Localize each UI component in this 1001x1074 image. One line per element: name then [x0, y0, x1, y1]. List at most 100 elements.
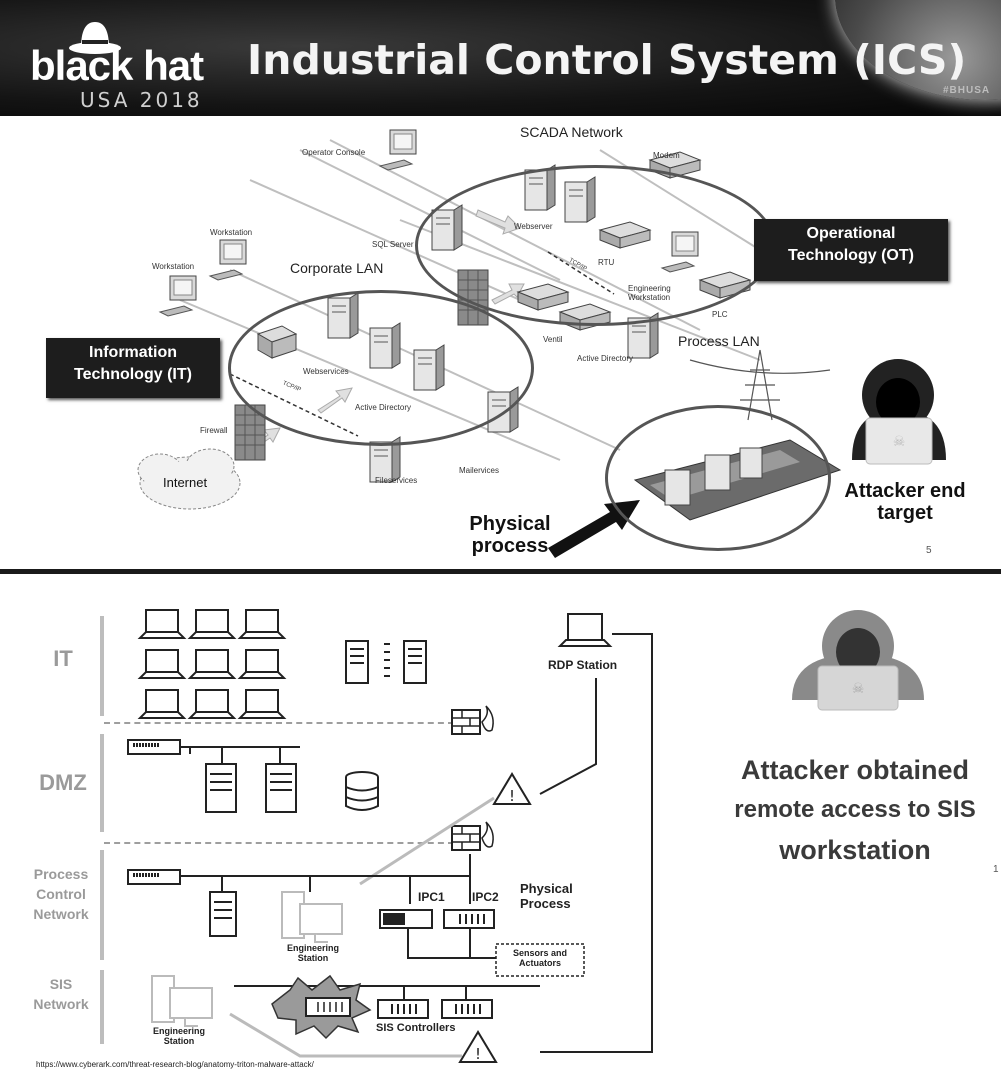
engineering-station-icon-2: [151, 975, 213, 1027]
it-laptop-icon: [237, 689, 287, 719]
slide-number-2: 1: [993, 864, 999, 875]
sis-controllers-label: SIS Controllers: [376, 1022, 456, 1034]
sis-line-2: Network: [33, 996, 89, 1012]
physical-process-line-2: process: [471, 535, 549, 557]
source-url-link[interactable]: https://www.cyberark.com/threat-research…: [36, 1060, 314, 1069]
it-laptop-icon: [187, 649, 237, 679]
power-tower-icon: [689, 349, 831, 421]
it-laptop-icon: [187, 689, 237, 719]
headline-line-3: workstation: [779, 835, 931, 865]
it-laptop-icon: [237, 609, 287, 639]
slide-header: black hat USA 2018 Industrial Control Sy…: [0, 0, 1001, 116]
ics-overview-slide: black hat USA 2018 Industrial Control Sy…: [0, 0, 1001, 558]
pcn-line-1: Process: [33, 866, 89, 882]
it-zone-oval: [228, 290, 534, 446]
pcn-line-2: Control: [36, 886, 86, 902]
zone-label-it: IT: [53, 646, 73, 671]
fileservices-label: Fileservices: [375, 476, 418, 485]
it-laptop-icon: [137, 649, 187, 679]
triton-network-diagram: ! !: [127, 609, 924, 1063]
hacker-icon-2: ☠: [792, 610, 924, 711]
attacker-line-2: target: [877, 502, 933, 524]
dmz-zone-bar: [100, 734, 104, 832]
attacker-headline: Attacker obtained remote access to SIS w…: [705, 750, 1001, 870]
dmz-switch-icon: [127, 739, 181, 755]
operator-console-label: Operator Console: [302, 148, 366, 157]
engineering-ws-label-2: Workstation: [628, 293, 671, 302]
rtu-label: RTU: [598, 258, 615, 267]
pcn-line-3: Network: [33, 906, 89, 922]
sensors-line-1: Sensors and: [512, 948, 568, 958]
physical-process-label: Physical process: [455, 513, 565, 557]
pointer-arrow: [548, 500, 640, 558]
sensors-box: [495, 943, 585, 977]
pp2-line-2: Process: [520, 896, 571, 911]
it-zone-bar: [100, 616, 104, 716]
it-box-line-1: Information: [89, 344, 177, 361]
physical-process-oval: [605, 405, 831, 551]
physical-process-line-1: Physical: [469, 513, 551, 535]
attacker-end-target-label: Attacker end target: [830, 480, 980, 524]
blackhat-logo: black hat: [30, 42, 204, 89]
modem-label: Modem: [653, 151, 680, 160]
plc-label: PLC: [712, 310, 728, 319]
ot-box-line-1: Operational: [806, 225, 896, 242]
pcn-zone-bar: [100, 850, 104, 960]
it-box-line-2: Technology (IT): [74, 366, 192, 383]
blackhat-logo-year: USA 2018: [80, 88, 203, 112]
database-icon: [345, 771, 379, 811]
slide-divider: [0, 569, 1001, 575]
physical-process-label-2: Physical Process: [520, 881, 573, 911]
ot-box: Operational Technology (OT): [754, 219, 948, 281]
workstation-icon-2: [158, 275, 197, 317]
mailservices-label: Mailervices: [459, 466, 500, 475]
workstation-label-1: Workstation: [210, 228, 253, 237]
ot-zone-oval: [415, 165, 776, 326]
headline-line-2: remote access to SIS: [734, 796, 976, 823]
firewall-icon-1: [451, 705, 494, 735]
slide-number: 5: [926, 545, 932, 556]
warning-triangle-icon-2: !: [458, 1030, 498, 1063]
engineering-station-label-2: Engineering Station: [144, 1026, 214, 1046]
hacker-icon: ☠: [852, 359, 946, 465]
compromised-controller-icon: [271, 974, 372, 1040]
it-laptop-icon: [237, 649, 287, 679]
dmz-server-icon: [205, 763, 297, 813]
workstation-icon-1: [208, 239, 247, 281]
svg-text:!: !: [509, 787, 515, 805]
ipc1-label: IPC1: [418, 890, 445, 904]
webservices-label: Webservices: [303, 367, 349, 376]
zone-label-pcn: Process Control Network: [22, 864, 100, 924]
hat-logo-icon: [69, 22, 121, 54]
engineering-ws-label-1: Engineering: [628, 284, 671, 293]
file-server-icon: [369, 436, 401, 483]
dmz-pcn-separator: [104, 842, 454, 844]
zone-label-sis: SIS Network: [22, 974, 100, 1014]
headline-line-1: Attacker obtained: [740, 755, 970, 785]
es2-line-2: Station: [163, 1036, 195, 1046]
it-laptop-icon: [137, 689, 187, 719]
workstation-label-2: Workstation: [152, 262, 195, 271]
engineering-station-label-1: Engineering Station: [278, 943, 348, 963]
es1-line-1: Engineering: [286, 943, 339, 953]
internet-label: Internet: [163, 475, 208, 490]
firewall-icon-2: [451, 821, 494, 851]
scada-network-label: SCADA Network: [520, 124, 623, 140]
internet-cloud: [137, 448, 241, 510]
sensors-line-2: Actuators: [518, 958, 561, 968]
ipc1-icon: [379, 909, 433, 929]
it-laptop-icon: [137, 609, 187, 639]
it-server-icon: [345, 640, 427, 684]
sis-line-1: SIS: [49, 976, 73, 992]
svg-text:☠: ☠: [852, 681, 865, 697]
hashtag: #BHUSA: [943, 85, 991, 96]
es1-line-2: Station: [297, 953, 329, 963]
active-directory-server-icon: [627, 312, 659, 359]
active-directory-label-1: Active Directory: [355, 403, 412, 412]
zone-label-dmz: DMZ: [39, 770, 87, 795]
warning-triangle-icon-1: !: [492, 772, 532, 805]
sensors-actuators-label: Sensors and Actuators: [500, 948, 580, 968]
engineering-station-icon-1: [281, 891, 343, 943]
firewall-label: Firewall: [200, 426, 228, 435]
svg-text:!: !: [475, 1045, 481, 1063]
